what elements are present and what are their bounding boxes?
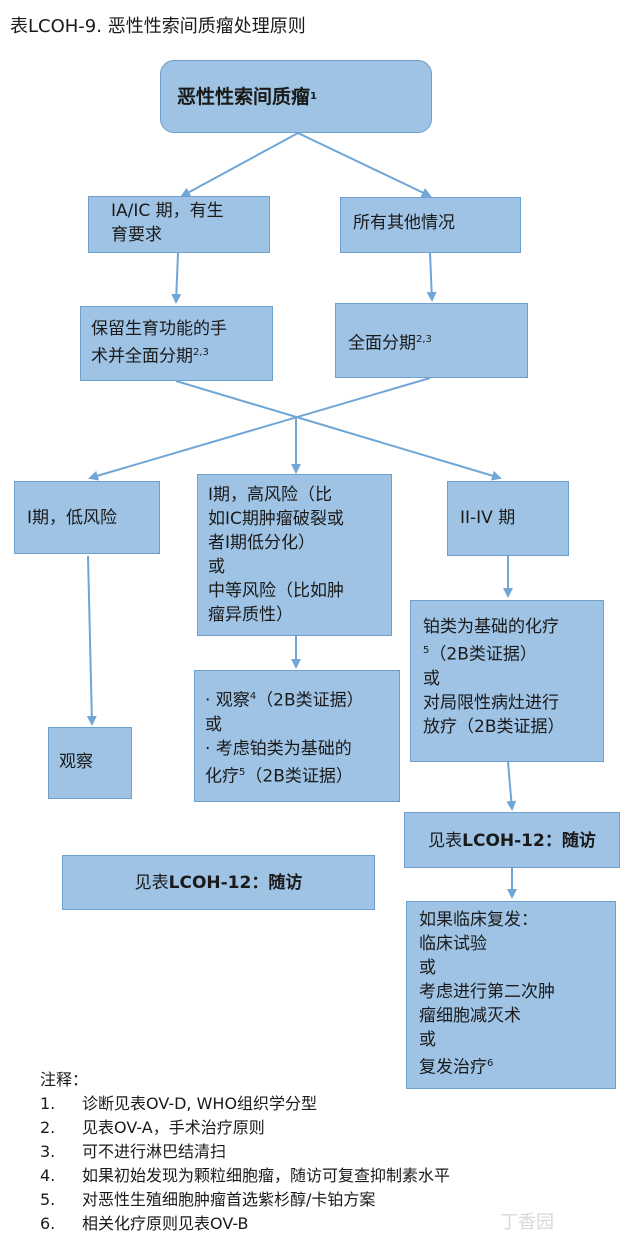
note-text: 相关化疗原则见表OV-B (82, 1214, 249, 1233)
arrow-left1-left2 (171, 252, 182, 304)
cross-line-b (88, 377, 431, 481)
stage1-high-line-2: 如IC期肿瘤破裂或 (208, 509, 344, 529)
root-label: 恶性性索间质瘤 (177, 85, 311, 108)
mid-line-2: 或 (205, 714, 222, 735)
note-item: 6. 相关化疗原则见表OV-B (40, 1212, 450, 1236)
left1-line-1: IA/IC 期，有生 (111, 201, 224, 221)
right1-node: 所有其他情况 (340, 197, 521, 253)
right3-footnote: 5 (423, 645, 430, 656)
note-number: 5. (40, 1190, 56, 1209)
mid-line-1a: · 观察 (205, 690, 250, 711)
followup-right-node: 见表LCOH-12：随访 (404, 812, 620, 868)
note-item: 4. 如果初始发现为颗粒细胞瘤，随访可复查抑制素水平 (40, 1164, 450, 1188)
recur-line-3: 或 (419, 958, 436, 978)
stage1-high-node: I期，高风险（比 如IC期肿瘤破裂或 者I期低分化） 或 中等风险（比如肿 瘤异… (197, 474, 392, 636)
note-text: 如果初始发现为颗粒细胞瘤，随访可复查抑制素水平 (82, 1166, 451, 1185)
left2-line-2: 术并全面分期 (91, 346, 193, 367)
observe-label: 观察 (59, 752, 93, 772)
diagram-title: 表LCOH-9. 恶性性索间质瘤处理原则 (10, 16, 306, 37)
note-number: 1. (40, 1094, 56, 1113)
note-text: 对恶性生殖细胞肿瘤首选紫杉醇/卡铂方案 (82, 1190, 376, 1209)
mid-line-3: · 考虑铂类为基础的 (205, 738, 352, 759)
left2-line-1: 保留生育功能的手 (91, 319, 227, 339)
stage1-high-line-3: 者I期低分化） (208, 533, 316, 553)
left1-line-2: 育要求 (111, 225, 162, 245)
right3-line-5: 放疗（2B类证据） (423, 716, 565, 737)
mid-footnote-4: 4 (249, 691, 257, 702)
followup-right-prefix: 见表 (428, 831, 463, 851)
notes-section: 注释： 1. 诊断见表OV-D, WHO组织学分型 2. 见表OV-A，手术治疗原则… (40, 1068, 450, 1236)
followup-right-link: LCOH-12：随访 (462, 831, 596, 851)
right3-line-1: 铂类为基础的化疗 (423, 617, 559, 637)
note-number: 2. (40, 1118, 56, 1137)
right2-label: 全面分期 (348, 333, 416, 354)
stage1-high-line-4: 或 (208, 557, 225, 577)
arrow-right3-followup (506, 761, 517, 811)
watermark-logo: 丁香园 (500, 1212, 554, 1233)
stage1-high-line-1: I期，高风险（比 (208, 485, 333, 505)
recur-line-6: 或 (419, 1030, 436, 1050)
arrow-low-observe (86, 555, 97, 726)
mid-line-4b: （2B类证据） (245, 766, 353, 787)
right1-label: 所有其他情况 (353, 213, 455, 233)
note-item: 1. 诊断见表OV-D, WHO组织学分型 (40, 1092, 450, 1116)
note-item: 5. 对恶性生殖细胞肿瘤首选紫杉醇/卡铂方案 (40, 1188, 450, 1212)
mid-treatment-node: · 观察4（2B类证据） 或 · 考虑铂类为基础的 化疗5（2B类证据） (194, 670, 400, 802)
stage1-high-line-6: 瘤异质性） (208, 605, 293, 625)
stage2-4-label: II-IV 期 (460, 508, 516, 528)
right2-footnote: 2,3 (416, 334, 432, 345)
observe-node: 观察 (48, 727, 132, 799)
stage1-high-line-5: 中等风险（比如肿 (208, 581, 344, 601)
right3-node: 铂类为基础的化疗 5（2B类证据） 或 对局限性病灶进行 放疗（2B类证据） (410, 600, 604, 762)
followup-left-node: 见表LCOH-12：随访 (62, 855, 375, 910)
note-number: 6. (40, 1214, 56, 1233)
stage1-low-node: I期，低风险 (14, 481, 160, 554)
followup-left-prefix: 见表 (134, 873, 169, 893)
right3-line-4: 对局限性病灶进行 (423, 692, 559, 713)
root-footnote: 1 (310, 90, 317, 102)
stage1-low-label: I期，低风险 (27, 508, 118, 528)
mid-line-1b: （2B类证据） (256, 690, 364, 711)
recur-line-5: 瘤细胞减灭术 (419, 1006, 521, 1026)
recur-line-4: 考虑进行第二次肿 (419, 982, 555, 1002)
notes-heading: 注释： (40, 1070, 89, 1089)
note-number: 3. (40, 1142, 56, 1161)
recur-line-2: 临床试验 (419, 934, 487, 954)
mid-line-4a: 化疗 (205, 766, 239, 787)
left2-footnote: 2,3 (193, 347, 209, 358)
note-text: 诊断见表OV-D, WHO组织学分型 (82, 1094, 318, 1113)
cross-line-a (175, 380, 502, 481)
left1-node: IA/IC 期，有生 育要求 (88, 196, 270, 253)
note-number: 4. (40, 1166, 56, 1185)
arrow-root-left (180, 132, 299, 197)
recur-footnote: 6 (487, 1058, 494, 1069)
stage2-4-node: II-IV 期 (447, 481, 569, 556)
arrow-root-right (297, 132, 432, 198)
recurrence-node: 如果临床复发： 临床试验 或 考虑进行第二次肿 瘤细胞减灭术 或 复发治疗6 (406, 901, 616, 1089)
right3-line-3: 或 (423, 668, 440, 689)
recur-line-1: 如果临床复发： (419, 910, 538, 930)
note-text: 可不进行淋巴结清扫 (82, 1142, 227, 1161)
note-item: 2. 见表OV-A，手术治疗原则 (40, 1116, 450, 1140)
note-text: 见表OV-A，手术治疗原则 (82, 1118, 265, 1137)
recur-line-7: 复发治疗 (419, 1057, 487, 1078)
left2-node: 保留生育功能的手 术并全面分期2,3 (80, 306, 273, 381)
note-item: 3. 可不进行淋巴结清扫 (40, 1140, 450, 1164)
right2-node: 全面分期2,3 (335, 303, 528, 378)
right3-line-2: （2B类证据） (429, 644, 537, 665)
mid-footnote-5: 5 (239, 766, 246, 778)
arrow-right1-right2 (426, 252, 437, 302)
followup-left-link: LCOH-12：随访 (168, 873, 303, 893)
